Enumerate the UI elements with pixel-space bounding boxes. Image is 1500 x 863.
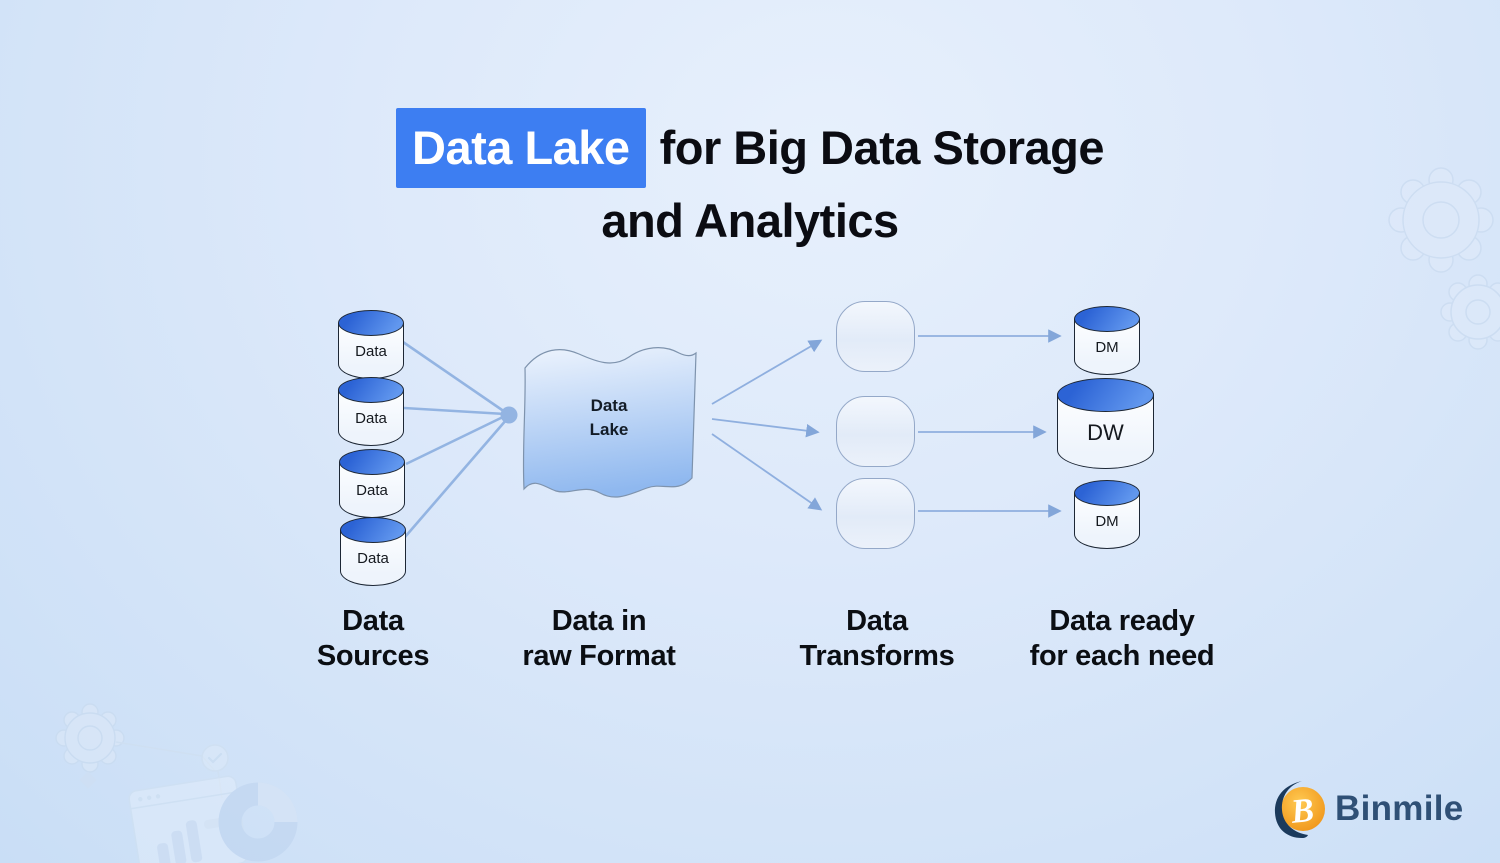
cylinder-label: Data xyxy=(356,482,388,499)
transform-node-1 xyxy=(836,301,915,372)
caption-transforms: Data Transforms xyxy=(799,605,955,673)
title-line-2: and Analytics xyxy=(601,194,899,247)
binmile-logo-icon: B xyxy=(1274,781,1325,838)
lake-to-transform-arrows xyxy=(711,339,823,511)
transform-to-output-arrows xyxy=(918,329,1062,518)
cylinder-top xyxy=(1074,480,1140,506)
data-source-cylinder-4: Data xyxy=(340,517,406,587)
cylinder-top xyxy=(338,377,404,403)
caption-raw-format: Data in raw Format xyxy=(522,605,676,673)
data-source-cylinder-3: Data xyxy=(339,449,405,519)
data-lake-shape xyxy=(522,347,697,498)
cylinder-top xyxy=(340,517,406,543)
caption-data-sources: Data Sources xyxy=(316,605,430,673)
data-warehouse-cylinder: DW xyxy=(1057,378,1154,470)
gears-decoration-icon xyxy=(1388,167,1500,350)
title-rest: for Big Data Storage xyxy=(659,121,1105,174)
dashboard-doodle-decoration-icon xyxy=(55,703,298,863)
cylinder-top xyxy=(1057,378,1154,412)
binmile-logo: B Binmile xyxy=(1274,780,1464,838)
converge-dot xyxy=(500,406,518,424)
transform-node-2 xyxy=(836,396,915,467)
data-source-cylinder-1: Data xyxy=(338,310,404,380)
svg-text:B: B xyxy=(1288,792,1315,831)
binmile-logo-text: Binmile xyxy=(1335,789,1464,828)
cylinder-label: DM xyxy=(1095,513,1119,530)
cylinder-label: DM xyxy=(1095,339,1119,356)
cylinder-label: Data xyxy=(355,343,387,360)
caption-data-ready: Data ready for each need xyxy=(1029,605,1215,673)
transform-node-3 xyxy=(836,478,915,549)
data-mart-cylinder-1: DM xyxy=(1074,306,1140,376)
cylinder-label: Data xyxy=(355,410,387,427)
cylinder-top xyxy=(338,310,404,336)
cylinder-label: Data xyxy=(357,550,389,567)
data-source-cylinder-2: Data xyxy=(338,377,404,447)
title-highlight: Data Lake xyxy=(396,108,646,188)
cylinder-top xyxy=(339,449,405,475)
source-converge-lines xyxy=(402,340,508,538)
cylinder-label: DW xyxy=(1087,420,1124,445)
data-lake-label: Data Lake xyxy=(589,396,629,440)
data-mart-cylinder-2: DM xyxy=(1074,480,1140,550)
cylinder-top xyxy=(1074,306,1140,332)
